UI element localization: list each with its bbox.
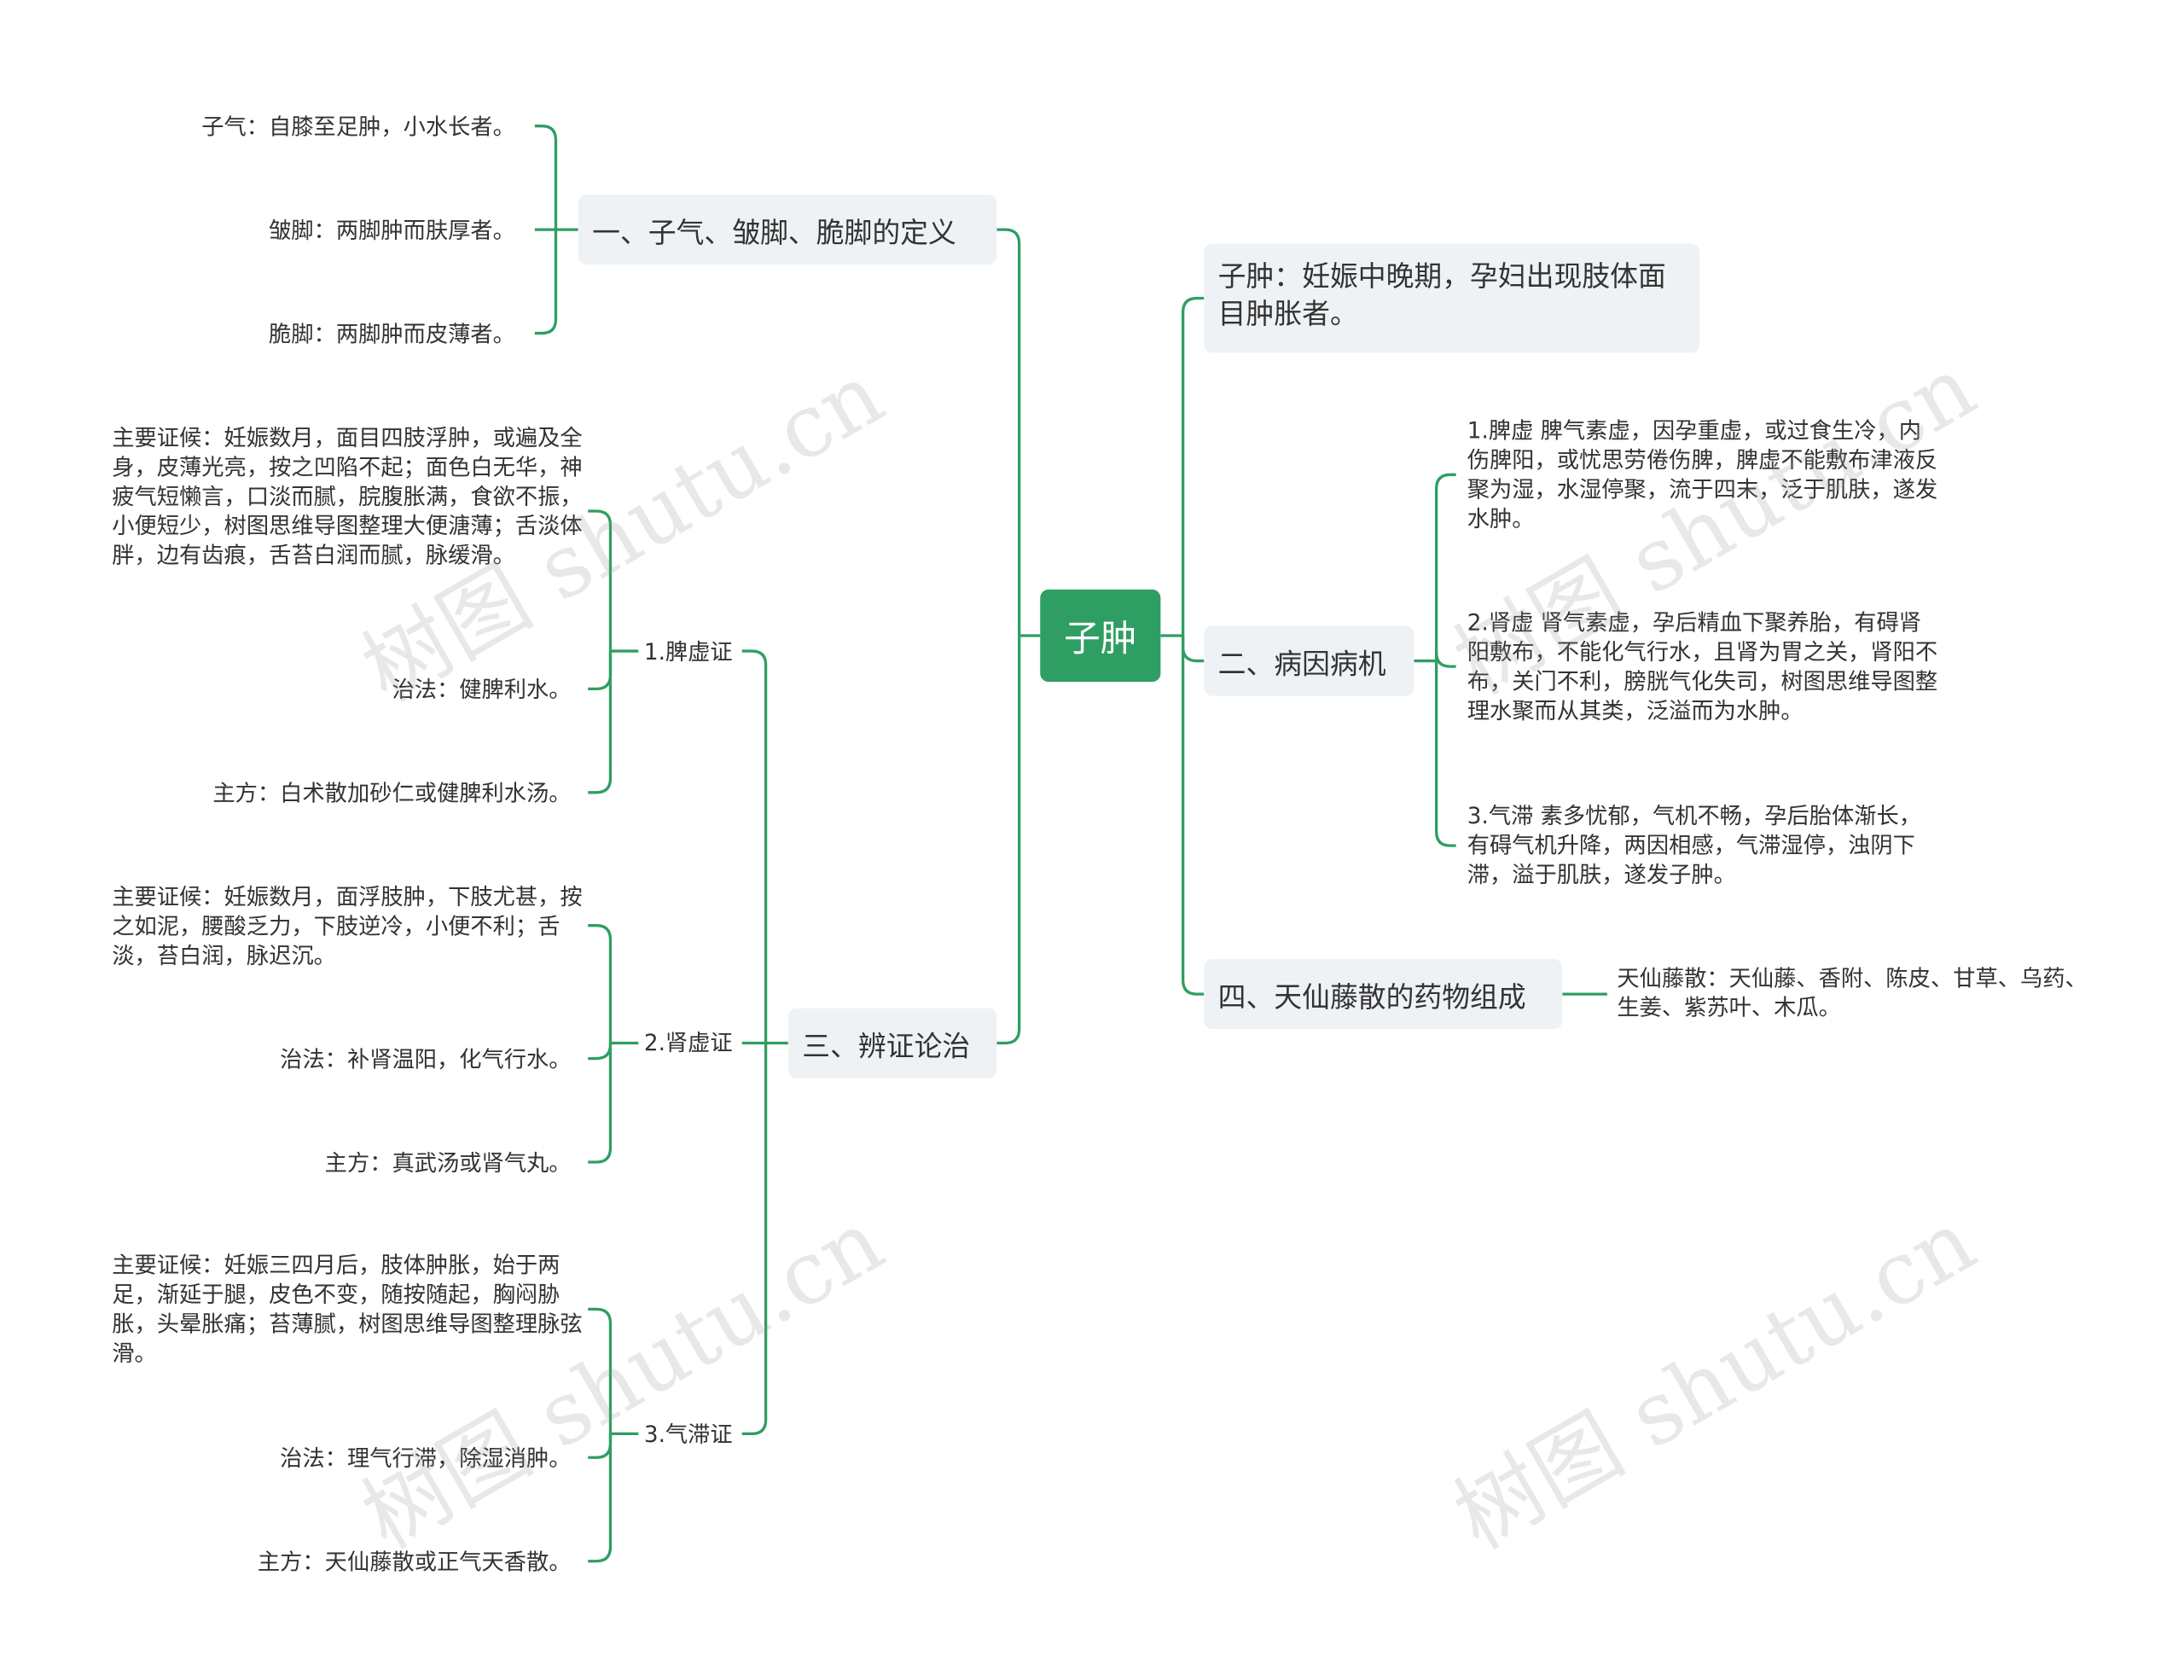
etiology-link-branch bbox=[1435, 660, 1456, 847]
spleen-link-branch bbox=[588, 651, 613, 794]
leaf-cuijiao: 脆脚：两脚肿而皮薄者。 bbox=[269, 320, 515, 347]
leaf-zhoujiao: 皱脚：两脚肿而肤厚者。 bbox=[269, 217, 515, 244]
kidney-link-branch bbox=[588, 1043, 613, 1061]
root-node[interactable]: 子肿 bbox=[1040, 589, 1161, 683]
root-left-link-branch bbox=[996, 636, 1021, 1045]
topic-zizhong-definition[interactable]: 子肿：妊娠中晚期，孕妇出现肢体面目肿胀者。 bbox=[1204, 243, 1700, 353]
leaf-qi-method: 治法：理气行滞，除湿消肿。 bbox=[280, 1445, 572, 1472]
root-right-link-branch bbox=[1182, 296, 1205, 637]
differentiation-link-branch bbox=[741, 649, 768, 1043]
qi-link-branch bbox=[588, 1433, 613, 1563]
leaf-spleen-symptoms: 主要证候：妊娠数月，面目四肢浮肿，或遍及全身，皮薄光亮，按之凹陷不起；面色白无华… bbox=[112, 424, 583, 569]
leaf-kidney-method: 治法：补肾温阳，化气行水。 bbox=[280, 1045, 572, 1073]
definition-link-branch bbox=[534, 230, 558, 335]
topic-etiology[interactable]: 二、病因病机 bbox=[1204, 625, 1414, 696]
leaf-kidney-symptoms: 主要证候：妊娠数月，面浮肢肿，下肢尤甚，按之如泥，腰酸乏力，下肢逆冷，小便不利；… bbox=[112, 883, 583, 969]
leaf-formula-ingredients: 天仙藤散：天仙藤、香附、陈皮、甘草、乌药、生姜、紫苏叶、木瓜。 bbox=[1617, 964, 2088, 1021]
topic-definition[interactable]: 一、子气、皱脚、脆脚的定义 bbox=[578, 195, 997, 265]
definition-link-branch bbox=[534, 125, 558, 230]
topic-differentiation[interactable]: 三、辨证论治 bbox=[787, 1008, 997, 1078]
leaf-kidney-formula: 主方：真武汤或肾气丸。 bbox=[324, 1149, 572, 1177]
leaf-etiology-spleen: 1.脾虚 脾气素虚，因孕重虚，或过食生冷，内伤脾阳，或忧思劳倦伤脾，脾虚不能敷布… bbox=[1467, 417, 1938, 532]
leaf-etiology-kidney: 2.肾虚 肾气素虚，孕后精血下聚养胎，有碍肾阳敷布，不能化气行水，且肾为胃之关，… bbox=[1467, 608, 1938, 724]
leaf-qi-symptoms: 主要证候：妊娠三四月后，肢体肿胀，始于两足，渐延于腿，皮色不变，随按随起，胸闷胁… bbox=[112, 1252, 583, 1367]
leaf-qi-formula: 主方：天仙藤散或正气天香散。 bbox=[257, 1548, 572, 1576]
kidney-link-branch bbox=[588, 924, 613, 1043]
spleen-link-branch bbox=[588, 651, 613, 691]
sub-qi-stagnation[interactable]: 3.气滞证 bbox=[643, 1421, 733, 1448]
kidney-link-branch bbox=[588, 1043, 613, 1164]
sub-kidney-deficiency[interactable]: 2.肾虚证 bbox=[643, 1029, 733, 1056]
root-left-link-branch bbox=[996, 228, 1021, 637]
leaf-etiology-qi: 3.气滞 素多忧郁，气机不畅，孕后胎体渐长，有碍气机升降，两因相感，气滞湿停，浊… bbox=[1467, 802, 1922, 888]
leaf-ziqi: 子气：自膝至足肿，小水长者。 bbox=[201, 113, 515, 141]
etiology-link-branch bbox=[1435, 652, 1456, 668]
root-right-link-branch bbox=[1182, 636, 1205, 996]
sub-spleen-deficiency[interactable]: 1.脾虚证 bbox=[643, 638, 733, 666]
leaf-spleen-method: 治法：健脾利水。 bbox=[392, 676, 572, 703]
root-right-link-branch bbox=[1182, 636, 1205, 663]
topic-formula[interactable]: 四、天仙藤散的药物组成 bbox=[1204, 959, 1563, 1030]
etiology-link-branch bbox=[1435, 473, 1456, 661]
spleen-link-branch bbox=[588, 509, 613, 652]
leaf-spleen-formula: 主方：白术散加砂仁或健脾利水汤。 bbox=[212, 780, 572, 807]
qi-link-branch bbox=[588, 1307, 613, 1434]
qi-link-branch bbox=[588, 1433, 613, 1459]
differentiation-link-branch bbox=[741, 1043, 768, 1436]
